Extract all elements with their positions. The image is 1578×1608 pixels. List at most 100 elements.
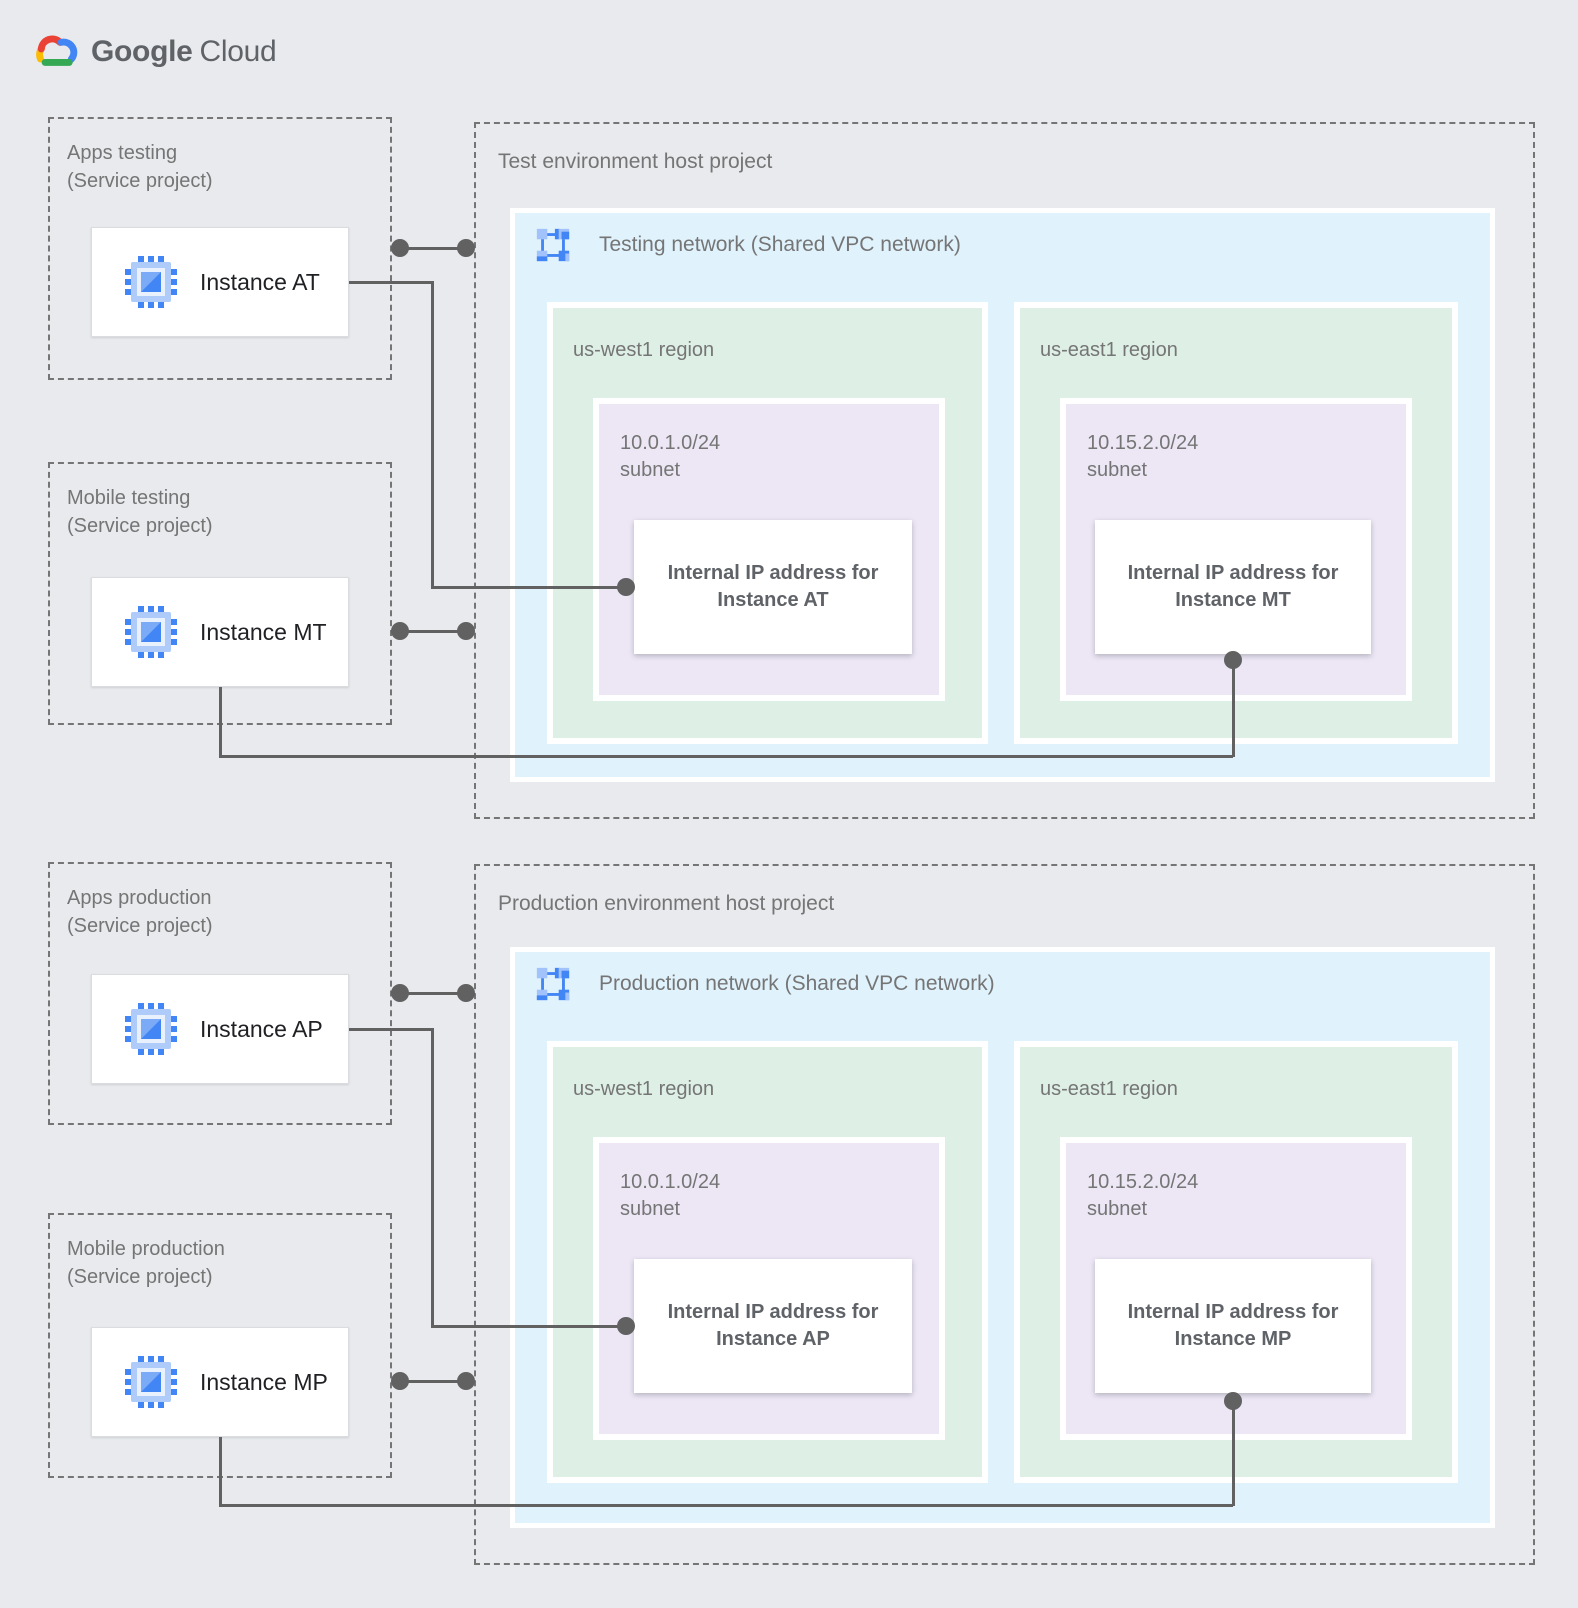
instance-card-at: Instance AT [91, 227, 349, 337]
region-label: us-east1 region [1040, 1078, 1178, 1100]
connector-dot-mp [1224, 1392, 1242, 1410]
subnet-label: 10.0.1.0/24 subnet [620, 430, 720, 484]
subnet-box: 10.15.2.0/24 subnet Internal IP address … [1066, 404, 1406, 695]
connector-dot [457, 1372, 475, 1390]
internal-ip-box-ap: Internal IP address for Instance AP [634, 1259, 912, 1393]
service-project-subtitle: (Service project) [67, 170, 213, 192]
connector-dot [391, 622, 409, 640]
connector-at-segment [349, 281, 433, 284]
instance-card-mp: Instance MP [91, 1327, 349, 1437]
service-project-label: Apps production (Service project) [67, 884, 213, 940]
service-project-subtitle: (Service project) [67, 1266, 213, 1288]
region-us-west1-production: us-west1 region 10.0.1.0/24 subnet Inter… [553, 1047, 982, 1477]
ip-line1: Internal IP address for [667, 1301, 879, 1323]
service-project-title: Apps testing [67, 142, 178, 164]
region-us-west1-test: us-west1 region 10.0.1.0/24 subnet Inter… [553, 308, 982, 738]
instance-card-mt: Instance MT [91, 577, 349, 687]
connector-ap-segment [431, 1325, 626, 1328]
connector-at-segment [431, 586, 626, 589]
shared-vpc-network-box-testing: Testing network (Shared VPC network) us-… [515, 213, 1490, 777]
compute-engine-icon [125, 1356, 177, 1408]
ip-line1: Internal IP address for [1127, 562, 1339, 584]
connector-mp-segment [1232, 1401, 1235, 1506]
compute-engine-icon [125, 256, 177, 308]
shared-vpc-network-box-production: Production network (Shared VPC network) … [515, 952, 1490, 1523]
ip-line2: Instance AP [716, 1328, 830, 1350]
vpc-network-icon [534, 226, 572, 264]
internal-ip-box-mt: Internal IP address for Instance MT [1095, 520, 1371, 654]
connector-mt-segment [219, 687, 222, 758]
logo-product: Cloud [199, 34, 277, 68]
service-project-label: Apps testing (Service project) [67, 139, 213, 195]
connector-dot [457, 984, 475, 1002]
service-project-title: Mobile testing [67, 487, 191, 509]
ip-line2: Instance AT [717, 589, 829, 611]
connector-dot [457, 622, 475, 640]
google-cloud-icon [33, 34, 79, 69]
connector-dot-ap [617, 1317, 635, 1335]
service-project-label: Mobile production (Service project) [67, 1235, 225, 1291]
host-project-box-production: Production environment host project [474, 864, 1535, 1565]
network-label: Production network (Shared VPC network) [599, 972, 995, 995]
ip-line1: Internal IP address for [667, 562, 879, 584]
connector-mp-segment [219, 1437, 222, 1507]
subnet-box: 10.0.1.0/24 subnet Internal IP address f… [599, 1143, 939, 1434]
vpc-network-icon [534, 965, 572, 1003]
service-project-subtitle: (Service project) [67, 515, 213, 537]
host-project-title: Test environment host project [498, 150, 773, 173]
host-project-title: Production environment host project [498, 892, 835, 915]
subnet-cidr: 10.0.1.0/24 [620, 432, 721, 454]
connector-ap-segment [349, 1028, 433, 1031]
region-label: us-west1 region [573, 1078, 715, 1100]
subnet-cidr: 10.15.2.0/24 [1087, 432, 1199, 454]
service-project-label: Mobile testing (Service project) [67, 484, 213, 540]
logo-brand: Google [91, 34, 193, 68]
instance-card-ap: Instance AP [91, 974, 349, 1084]
connector-mt-segment [219, 755, 1233, 758]
connector-ap-segment [431, 1028, 434, 1328]
service-project-title: Apps production [67, 887, 212, 909]
subnet-cidr: 10.15.2.0/24 [1087, 1171, 1199, 1193]
region-us-east1-production: us-east1 region 10.15.2.0/24 subnet Inte… [1020, 1047, 1452, 1477]
ip-line2: Instance MP [1174, 1328, 1292, 1350]
connector-stub-ap [400, 992, 466, 995]
network-header: Testing network (Shared VPC network) [534, 226, 961, 264]
subnet-label: 10.15.2.0/24 subnet [1087, 430, 1198, 484]
service-project-title: Mobile production [67, 1238, 225, 1260]
instance-label: Instance MT [200, 618, 327, 645]
connector-dot [457, 239, 475, 257]
connector-stub-at [400, 247, 466, 250]
network-label: Testing network (Shared VPC network) [599, 233, 961, 256]
subnet-label: 10.0.1.0/24 subnet [620, 1169, 720, 1223]
host-project-box-test: Test environment host project [474, 122, 1535, 819]
subnet-word: subnet [1087, 1198, 1148, 1220]
internal-ip-box-at: Internal IP address for Instance AT [634, 520, 912, 654]
instance-label: Instance AT [200, 268, 320, 295]
instance-label: Instance AP [200, 1015, 323, 1042]
connector-dot-mt [1224, 651, 1242, 669]
compute-engine-icon [125, 1003, 177, 1055]
service-project-subtitle: (Service project) [67, 915, 213, 937]
subnet-word: subnet [1087, 459, 1148, 481]
connector-dot-at [617, 578, 635, 596]
region-label: us-east1 region [1040, 339, 1178, 361]
internal-ip-box-mp: Internal IP address for Instance MP [1095, 1259, 1371, 1393]
compute-engine-icon [125, 606, 177, 658]
connector-dot [391, 984, 409, 1002]
connector-at-segment [431, 281, 434, 587]
connector-dot [391, 239, 409, 257]
instance-label: Instance MP [200, 1368, 328, 1395]
subnet-box: 10.0.1.0/24 subnet Internal IP address f… [599, 404, 939, 695]
connector-stub-mt [400, 630, 466, 633]
ip-line1: Internal IP address for [1127, 1301, 1339, 1323]
connector-mp-segment [219, 1504, 1233, 1507]
region-us-east1-test: us-east1 region 10.15.2.0/24 subnet Inte… [1020, 308, 1452, 738]
network-header: Production network (Shared VPC network) [534, 965, 995, 1003]
subnet-word: subnet [620, 1198, 681, 1220]
region-label: us-west1 region [573, 339, 715, 361]
subnet-box: 10.15.2.0/24 subnet Internal IP address … [1066, 1143, 1406, 1434]
subnet-word: subnet [620, 459, 681, 481]
